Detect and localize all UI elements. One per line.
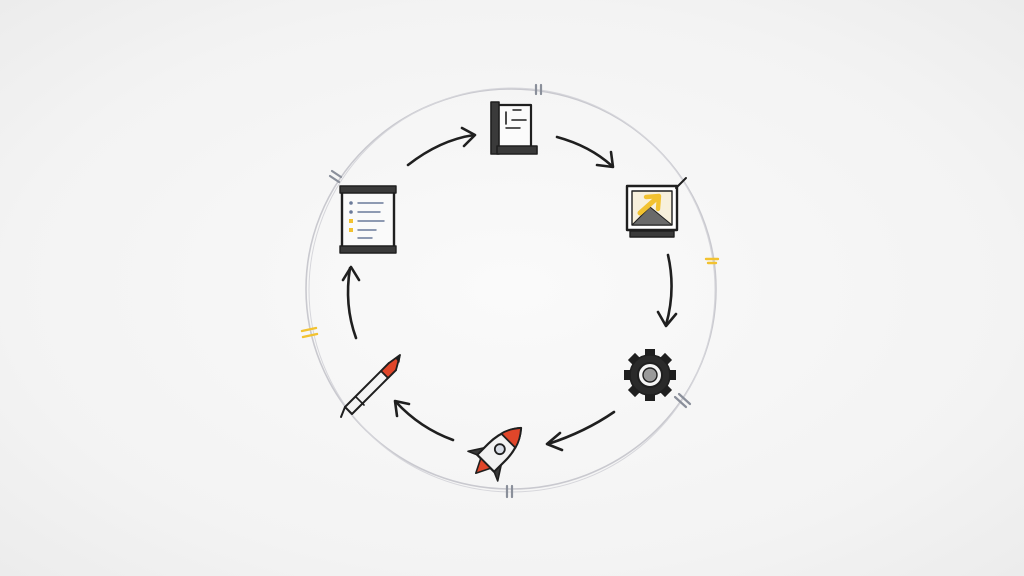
rocket-icon xyxy=(467,426,523,482)
flow-arrow-6 xyxy=(341,265,361,340)
ring-tick-upper-left xyxy=(328,169,343,184)
pencil-icon xyxy=(340,354,401,418)
flow-arrow-1 xyxy=(406,126,477,167)
document-scroll-icon xyxy=(490,101,538,155)
gear-icon xyxy=(624,349,676,401)
flow-arrow-2 xyxy=(555,135,615,169)
ring-tick-left xyxy=(300,326,319,339)
ring-tick-right xyxy=(704,257,720,265)
ring-tick-bottom xyxy=(505,484,514,499)
flow-arrow-5 xyxy=(393,399,455,442)
ring-tick-top xyxy=(534,83,543,96)
monitor-arrow-icon xyxy=(625,177,687,238)
flow-arrow-4 xyxy=(545,410,616,452)
flow-arrow-3 xyxy=(656,253,678,328)
ring-tick-lower-right xyxy=(673,392,692,409)
checklist-document-icon xyxy=(339,185,397,254)
